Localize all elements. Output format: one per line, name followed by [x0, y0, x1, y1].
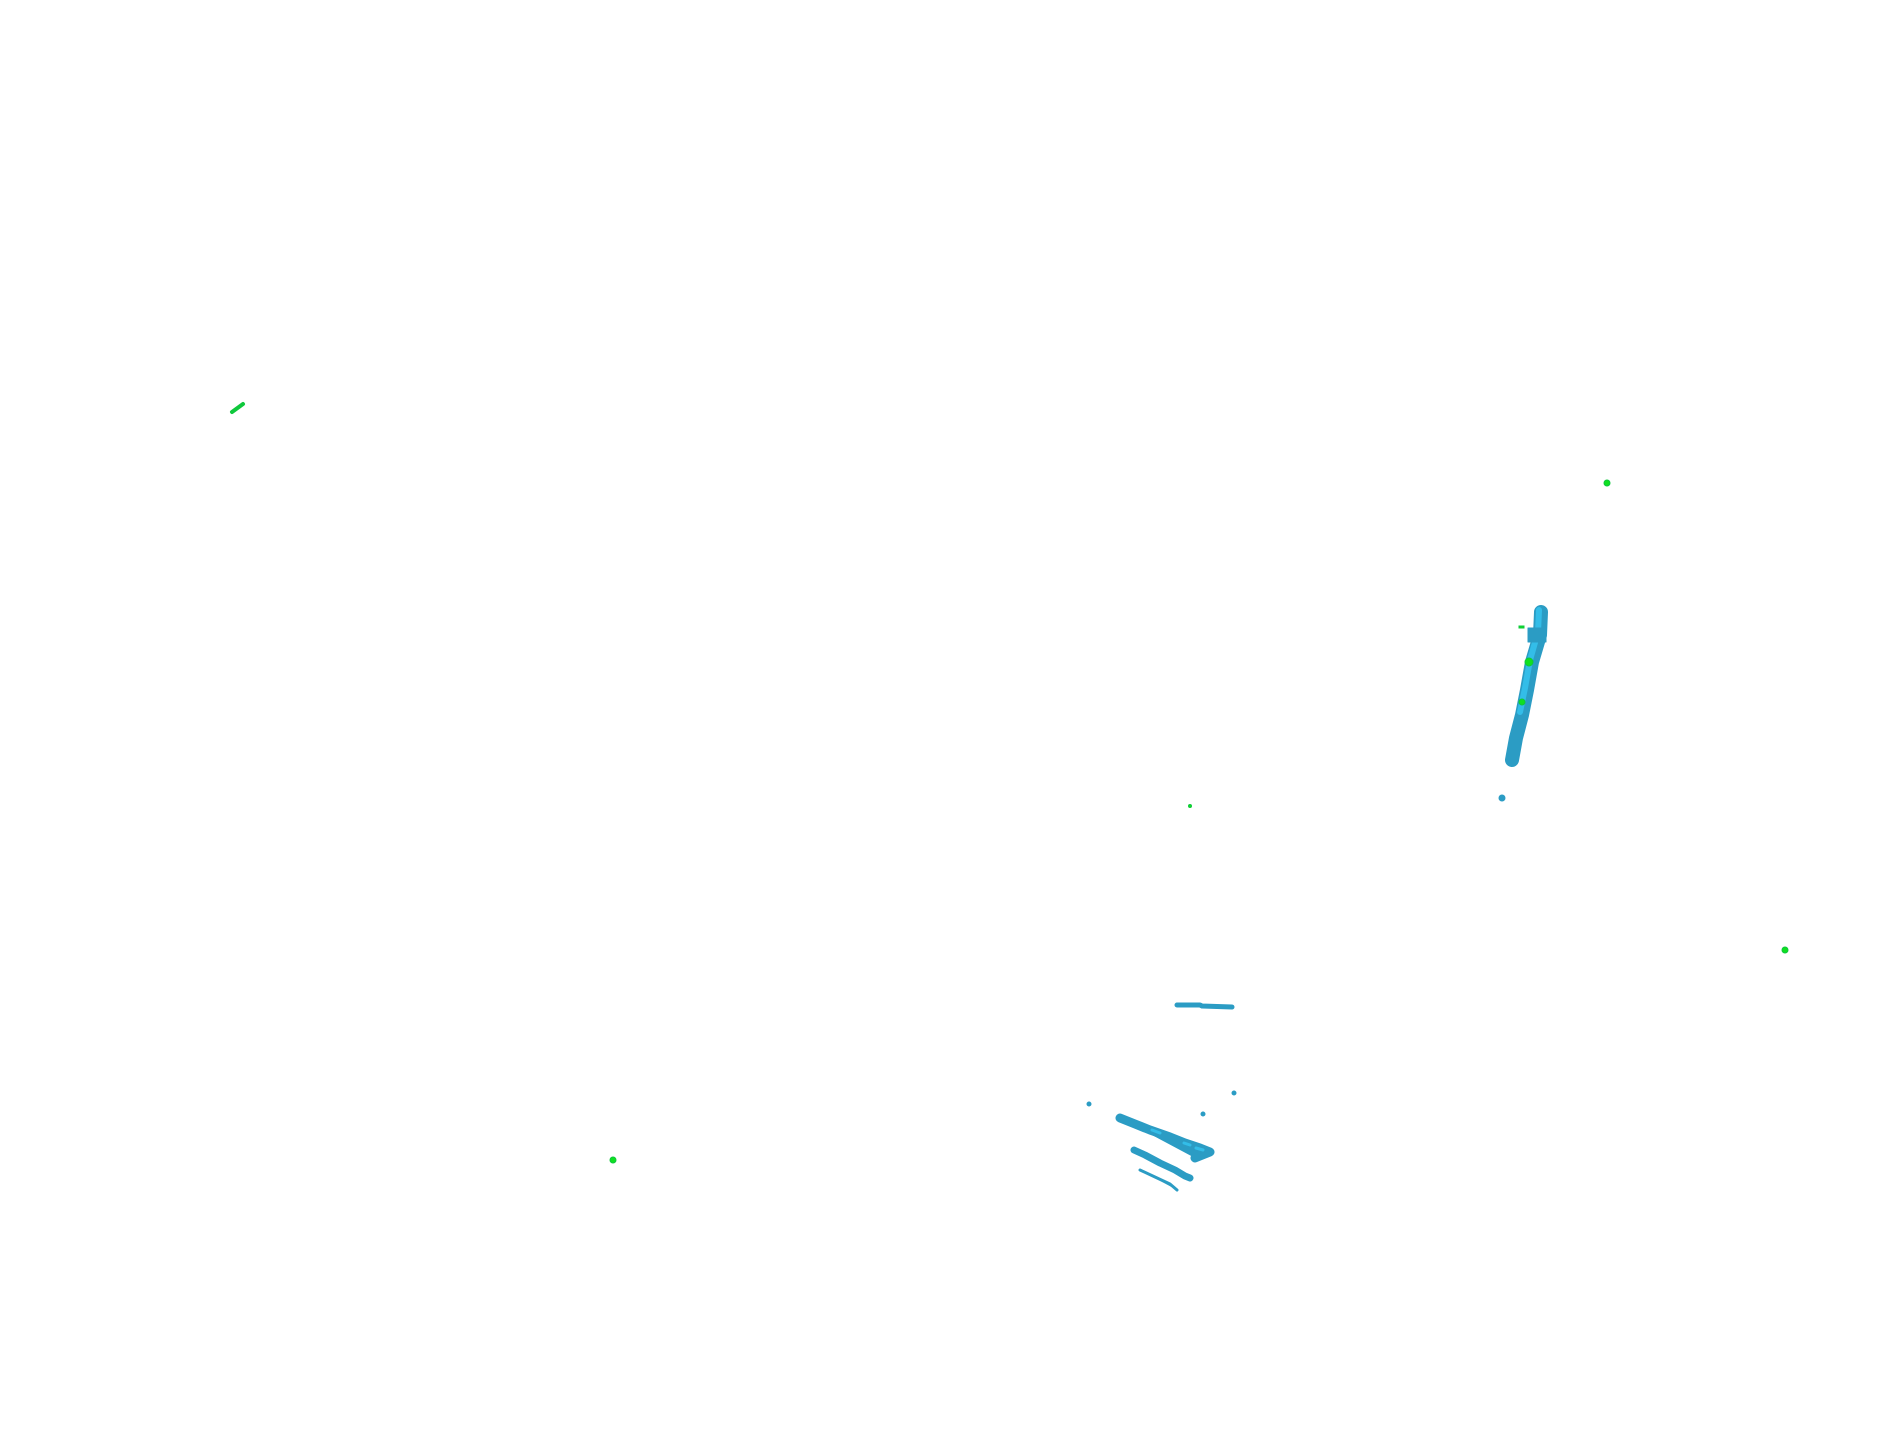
green-fragment: [1188, 804, 1192, 808]
lower-structure: [1086, 1002, 1237, 1192]
vertical-structure: [1498, 605, 1548, 802]
green-fragment: [609, 1156, 617, 1164]
green-fragment: [230, 402, 245, 414]
green-fragment: [1603, 479, 1611, 487]
green-fragment: [1781, 946, 1789, 954]
